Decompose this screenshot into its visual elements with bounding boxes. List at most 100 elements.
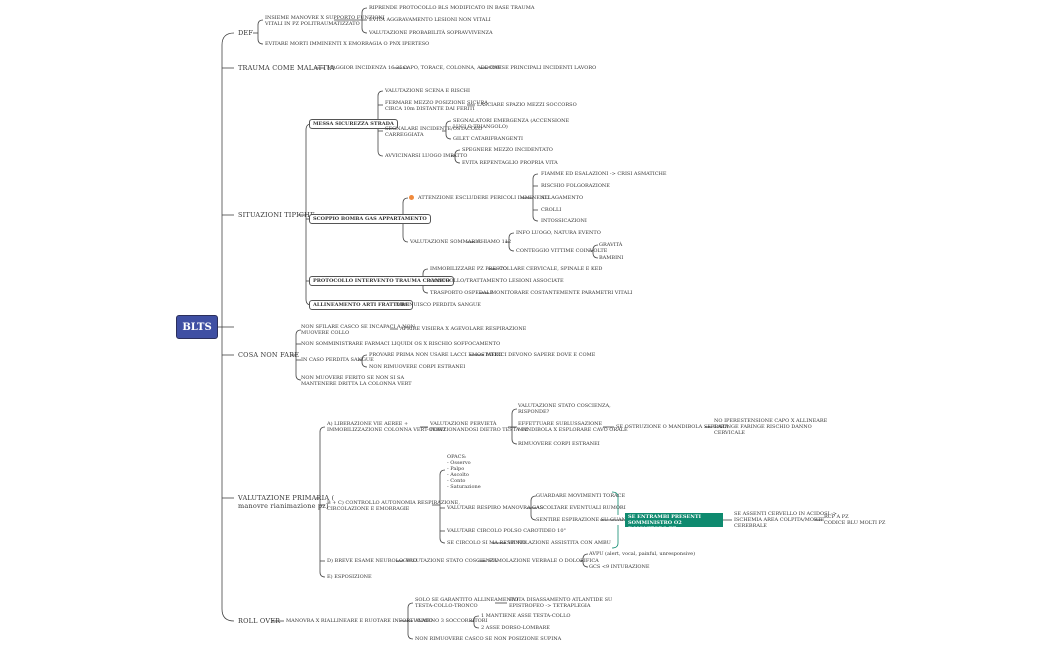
valutazione-node-a1a[interactable]: VALUTAZIONE STATO COSCIENZA, RISPONDE? [518,403,611,415]
opacs-item: - Osservo [447,460,471,466]
valutazione-node-d1a1[interactable]: AVPU (alert, vocal, painful, unresponsiv… [589,551,696,557]
situazioni-protocollo[interactable]: PROTOCOLLO INTERVENTO TRAUMA CRANICO [309,276,454,286]
valutazione-node-a1b1[interactable]: SE OSTRUZIONE O MANDIBOLA SERRATA [616,424,729,430]
cosa-node-2[interactable]: NON SOMMINISTRARE FARMACI LIQUIDI OS X R… [301,341,501,347]
valutazione-node-a1-line2: POSIZIONANDOSI DIETRO TESTA PZ [430,427,528,433]
protocollo-node-1[interactable]: IMMOBILIZZARE PZ PRESTO [430,266,507,272]
messa-node-2a[interactable]: LASCIARE SPAZIO MEZZI SOCCORSO [477,102,577,108]
valutazione-node-a[interactable]: A) LIBERAZIONE VIE AEREE + IMMOBILIZZAZI… [327,421,445,433]
valutazione-node-bc2[interactable]: VALUTARE CIRCOLO POLSO CAROTIDEO 10" [447,528,566,534]
messa-node-3b[interactable]: GILET CATARIFRANGENTI [453,136,523,142]
scoppio-node-1b[interactable]: RISCHIO FOLGORAZIONE [541,183,610,189]
situazioni-messa[interactable]: MESSA SICUREZZA STRADA [309,119,398,129]
valutazione-node-bc[interactable]: B + C) CONTROLLO AUTONOMIA RESPIRAZIONE,… [327,500,460,512]
valutazione-node-bc3[interactable]: SE CIRCOLO SI MA RESPI NO [447,540,526,546]
valutazione-node-opacs[interactable]: OPACS: - Osservo - Palpo - Ascolto - Con… [447,454,481,490]
roll-node-a2a[interactable]: 1 MANTIENE ASSE TESTA-COLLO [481,613,571,619]
root-node[interactable]: BLTS [176,315,218,339]
scoppio-node-2a2[interactable]: CONTEGGIO VITTIME COINVOLTE [516,248,608,254]
scoppio-node-1a[interactable]: FIAMME ED ESALAZIONI -> CRISI ASMATICHE [541,171,667,177]
trauma-node-a[interactable]: MAGGIOR INCIDENZA 16-35aa [327,65,409,71]
def-node-1c[interactable]: VALUTAZIONE PROBABILITÀ SOPRAVVIVENZA [369,30,493,36]
cosa-node-3a[interactable]: PROVARE PRIMA NON USARE LACCI EMOSTATICI [369,352,503,358]
messa-node-2[interactable]: FERMARE MEZZO POSIZIONE SICURA CIRCA 10m… [385,100,488,112]
scoppio-node-1c[interactable]: ALLAGAMENTO [541,195,584,201]
valutazione-node-bc1a[interactable]: GUARDARE MOVIMENTI TORACE [536,493,626,499]
branch-def[interactable]: DEF [238,29,254,37]
valutazione-node-a1b[interactable]: EFFETTUARE SUBLUSSAZIONE MANDIBOLA X ESP… [518,421,628,433]
branch-cosa-non-fare[interactable]: COSA NON FARE [238,351,300,359]
valutazione-node-a1b-line1: EFFETTUARE SUBLUSSAZIONE [518,421,603,427]
messa-node-4[interactable]: AVVICINARSI LUOGO IMPATTO [385,153,468,159]
valutazione-node-e[interactable]: E) ESPOSIZIONE [327,574,372,580]
roll-node-a1-line1: SOLO SE GARANTITO ALLINEAMENTO [415,597,519,603]
valutazione-node-d1a2[interactable]: GCS <9 INTUBAZIONE [589,564,650,570]
allineamento-node-1[interactable]: DIMINUISCO PERDITA SANGUE [396,302,481,308]
valutazione-node-a1c[interactable]: RIMUOVERE CORPI ESTRANEI [518,441,600,447]
scoppio-node-1[interactable]: ATTENZIONE ESCLUDERE PERICOLI IMMINENTI [418,195,550,201]
branch-roll-over[interactable]: ROLL OVER [238,617,281,625]
branch-trauma[interactable]: TRAUMA COME MALATTIA [238,64,335,72]
def-node-2[interactable]: EVITARE MORTI IMMINENTI X EMORRAGIA O PN… [265,41,430,47]
highlight-node-o2[interactable]: SE ENTRAMBI PRESENTI SOMMINISTRO O2 E MO… [625,513,723,532]
valutazione-node-a1b1a[interactable]: NO IPERESTENSIONE CAPO X ALLINEARE LARIN… [714,418,827,436]
branch-valutazione-primaria[interactable]: VALUTAZIONE PRIMARIA ( manovre rianimazi… [238,494,334,510]
cosa-node-4-line1: NON MUOVERE FERITO SE NON SI SA [301,375,405,381]
protocollo-node-1a[interactable]: COLLARE CERVICALE, SPINALE E KED [499,266,603,272]
valutazione-label-line1: VALUTAZIONE PRIMARIA ( [238,494,335,502]
cosa-node-4[interactable]: NON MUOVERE FERITO SE NON SI SA MANTENER… [301,375,412,387]
valutazione-node-bc1[interactable]: VALUTARE RESPIRO MANOVRA GAS [447,505,544,511]
cosa-node-1[interactable]: NON SFILARE CASCO SE INCAPACI A NON MUOV… [301,324,415,336]
valutazione-node-bc1b[interactable]: ASCOLTARE EVENTUALI RUMORI [536,505,626,511]
roll-node-a1[interactable]: SOLO SE GARANTITO ALLINEAMENTO TESTA-COL… [415,597,518,609]
roll-node-a2[interactable]: ALMENO 3 SOCCORRITORI [415,618,488,624]
protocollo-node-2[interactable]: CONTROLLO/TRATTAMENTO LESIONI ASSOCIATE [430,278,564,284]
roll-node-a1a-line2: EPISTROFEO -> TETRAPLEGIA [509,603,591,609]
cosa-node-3[interactable]: IN CASO PERDITA SANGUE [301,357,374,363]
valutazione-node-d1a[interactable]: STIMOLAZIONE VERBALE O DOLORIFICA [488,558,599,564]
scoppio-node-2a[interactable]: CHIAMO 112 [477,239,512,245]
messa-node-1[interactable]: VALUTAZIONE SCENA E RISCHI [385,88,471,94]
situazioni-allineamento[interactable]: ALLINEAMENTO ARTI FRATTURE [309,300,413,310]
cosa-node-3a1[interactable]: MEDICI DEVONO SAPERE DOVE E COME [486,352,596,358]
valutazione-node-a1-line1: VALUTAZIONE PERVIETÀ [430,421,497,427]
scoppio-node-2a1[interactable]: INFO LUOGO, NATURA EVENTO [516,230,601,236]
scoppio-node-2a2b[interactable]: BAMBINI [599,255,624,261]
scoppio-node-2a2a[interactable]: GRAVITÀ [599,242,623,248]
valutazione-node-bc1c[interactable]: SENTIRE ESPIRAZIONE SU GUANCIA [536,517,636,523]
opacs-item: - Conto [447,478,466,484]
scoppio-node-1d[interactable]: CROLLI [541,207,562,213]
valutazione-node-green1[interactable]: SE ASSENTI CERVELLO IN ACIDOSI -> ISCHEM… [734,511,837,529]
messa-node-4b[interactable]: EVITA REPENTAGLIO PROPRIA VITA [462,160,558,166]
cosa-node-1-line1: NON SFILARE CASCO SE INCAPACI A NON [301,324,416,330]
messa-node-3-line1: SEGNALARE INCIDENTE/OSTACOLO [385,126,483,132]
branch-situazioni[interactable]: SITUAZIONI TIPICHE [238,211,315,219]
roll-node-a1a[interactable]: EVITA DISASSAMENTO ATLANTIDE SU EPISTROF… [509,597,612,609]
situazioni-scoppio[interactable]: SCOPPIO BOMBA GAS APPARTAMENTO [309,214,431,224]
def-node-1a[interactable]: RIPRENDE PROTOCOLLO BLS MODIFICATO IN BA… [369,5,535,11]
roll-node-a3[interactable]: NON RIMUOVERE CASCO SE NON POSIZIONE SUP… [415,636,562,642]
valutazione-node-bc3a[interactable]: VENTILAZIONE ASSISTITA CON AMBU [508,540,611,546]
cosa-node-3b[interactable]: NON RIMUOVERE CORPI ESTRANEI [369,364,466,370]
roll-node-a2b[interactable]: 2 ASSE DORSO-LOMBARE [481,625,550,631]
scoppio-node-2[interactable]: VALUTAZIONE SOMMARIA [410,239,481,245]
messa-node-4a[interactable]: SPEGNERE MEZZO INCIDENTATO [462,147,553,153]
messa-node-3a[interactable]: SEGNALATORI EMERGENZA (ACCENSIONE LUCI O… [453,118,569,130]
trauma-node-c[interactable]: CAUSE PRINCIPALI INCIDENTI LAVORO [490,65,597,71]
valutazione-node-a1b1a-line3: CERVICALE [714,430,746,436]
valutazione-node-d[interactable]: D) BREVE ESAME NEUROLOGICO [327,558,417,564]
def-node-1[interactable]: INSIEME MANOVRE X SUPPORTO FUNZIONI VITA… [265,15,385,27]
protocollo-node-3a[interactable]: MONITORARE COSTANTEMENTE PARAMETRI VITAL… [491,290,633,296]
scoppio-node-1e[interactable]: INTOSSICAZIONI [541,218,587,224]
roll-node-a[interactable]: MANOVRA X RIALLINEARE E RUOTARE INFORTUN… [286,618,433,624]
highlight-node-o2-line1: SE ENTRAMBI PRESENTI SOMMINISTRO O2 [628,514,701,526]
def-node-1b[interactable]: EVITA AGGRAVAMENTO LESIONI NON VITALI [369,17,491,23]
protocollo-node-3[interactable]: TRASPORTO OSPEDALE [430,290,494,296]
valutazione-node-green1a[interactable]: RCP A PZ CODICE BLU MOLTI PZ [824,514,885,526]
valutazione-node-a1[interactable]: VALUTAZIONE PERVIETÀ POSIZIONANDOSI DIET… [430,421,528,433]
messa-node-3[interactable]: SEGNALARE INCIDENTE/OSTACOLO CARREGGIATA [385,126,482,138]
valutazione-node-d1[interactable]: VALUTAZIONE STATO COSCIENZA [406,558,498,564]
trauma-node-b[interactable]: CAPO, TORACE, COLONNA, ADDOME [403,65,502,71]
cosa-node-1a[interactable]: APRIRE VISIERA X AGEVOLARE RESPIRAZIONE [400,326,527,332]
